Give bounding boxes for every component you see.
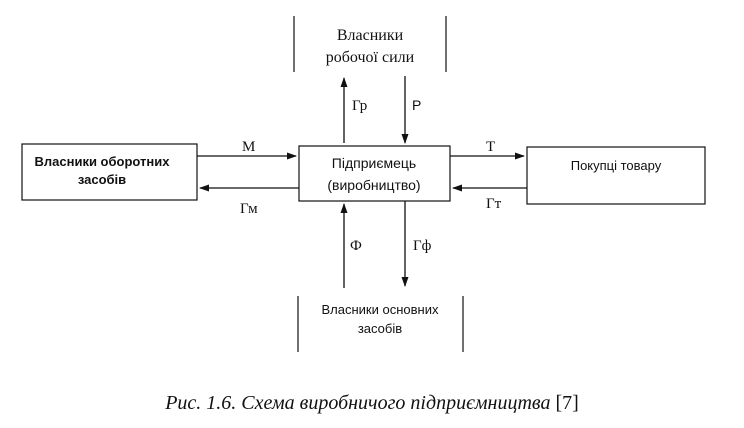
node-entrepreneur: Підприємець (виробництво): [298, 145, 451, 202]
flow-label-right-in: Гт: [486, 196, 502, 212]
flow-label-bottom-down: Гф: [413, 238, 432, 254]
flow-label-left-out: Гм: [240, 201, 258, 217]
flow-label-top-up: Гр: [352, 98, 367, 114]
flow-label-left-in: М: [242, 139, 255, 155]
node-fixed-assets-owners: Власники основних засобів: [297, 296, 464, 352]
node-entrepreneur-line1: Підприємець: [332, 155, 416, 171]
flow-label-bottom-up: Ф: [350, 238, 362, 254]
node-entrepreneur-line2: (виробництво): [327, 177, 420, 193]
figure-caption-text: Рис. 1.6. Схема виробничого підприємницт…: [165, 392, 551, 414]
figure-caption-ref: [7]: [555, 392, 579, 414]
node-labor-owners-line2: робочої сили: [326, 49, 415, 66]
flow-label-top-down: Р: [412, 97, 421, 113]
flow-label-right-out: Т: [486, 139, 495, 155]
node-fixed-assets-owners-line1: Власники основних: [322, 302, 439, 317]
node-buyers-label: Покупці товару: [571, 158, 662, 173]
node-working-capital-owners-line1: Власники оборотних: [35, 154, 171, 169]
figure-caption: Рис. 1.6. Схема виробничого підприємницт…: [0, 392, 744, 415]
node-working-capital-owners-line2: засобів: [78, 172, 126, 187]
node-labor-owners-line1: Власники: [337, 27, 404, 44]
node-buyers: Покупці товару: [526, 146, 706, 205]
node-labor-owners: Власники робочої сили: [293, 16, 447, 72]
node-fixed-assets-owners-line2: засобів: [358, 321, 402, 336]
node-working-capital-owners: Власники оборотних засобів: [21, 143, 198, 201]
